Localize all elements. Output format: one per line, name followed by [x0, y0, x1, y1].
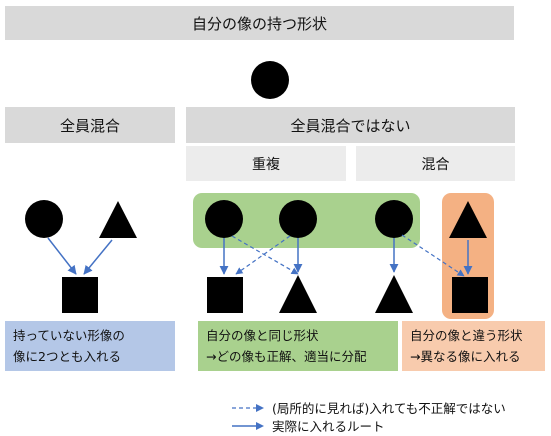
dashed-arrow — [401, 234, 465, 277]
note-mixed: 自分の像と違う形状 →異なる像に入れる — [402, 321, 545, 371]
header-all-mixed: 全員混合 — [5, 107, 175, 143]
square-icon — [452, 277, 488, 313]
diagram-title: 自分の像の持つ形状 — [5, 6, 514, 40]
subheader-duplicate: 重複 — [186, 146, 346, 181]
triangle-icon — [99, 201, 137, 238]
note-duplicate: 自分の像と同じ形状 →どの像も正解、適当に分配 — [198, 321, 398, 371]
solid-arrow — [83, 239, 113, 275]
square-icon — [207, 277, 243, 313]
note-all-mixed: 持っていない形像の 像に2つとも入れる — [5, 321, 175, 371]
own-shape-circle-icon — [251, 61, 289, 99]
header-not-all-mixed: 全員混合ではない — [186, 107, 515, 143]
circle-icon — [205, 200, 243, 238]
solid-arrow-icon — [232, 421, 264, 430]
dashed-arrow — [231, 235, 299, 275]
subheader-mixed: 混合 — [356, 146, 515, 181]
legend-dashed: (局所的に見れば)入れても不正解ではない — [232, 398, 506, 417]
legend-dashed-label: (局所的に見れば)入れても不正解ではない — [272, 401, 506, 416]
legend-solid: 実際に入れるルート — [232, 416, 385, 435]
circle-icon — [375, 200, 413, 238]
triangle-icon — [279, 275, 317, 313]
circle-icon — [279, 200, 317, 238]
dashed-arrow-icon — [232, 403, 264, 412]
solid-arrow — [47, 237, 77, 275]
triangle-icon — [375, 275, 413, 313]
triangle-icon — [449, 201, 487, 238]
legend-solid-label: 実際に入れるルート — [272, 419, 385, 434]
square-icon — [62, 277, 98, 313]
circle-icon — [25, 200, 63, 238]
